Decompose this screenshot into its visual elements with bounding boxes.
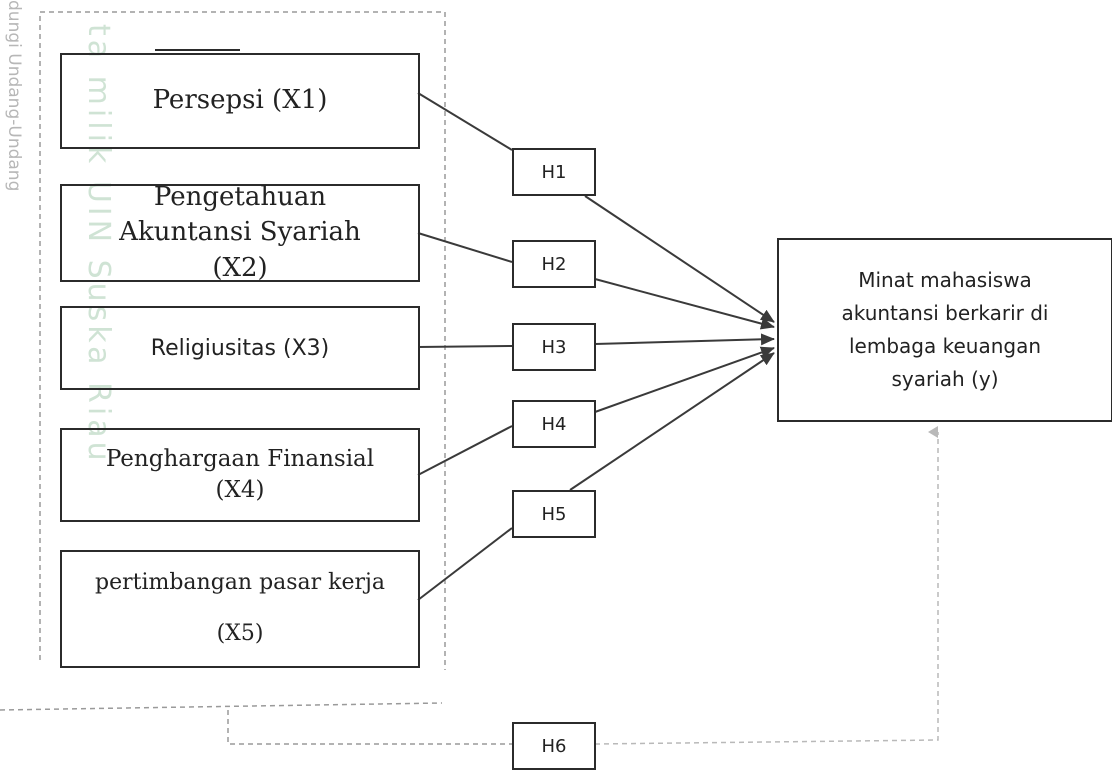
hypothesis-h3-label: H3 xyxy=(541,336,567,358)
h6-dash-left xyxy=(0,702,443,711)
variable-x5-label: pertimbangan pasar kerja (X5) xyxy=(94,570,385,646)
hypothesis-h4-label: H4 xyxy=(541,413,567,435)
variable-x1-box: Persepsi (X1) xyxy=(60,53,420,149)
arrow-h4-y xyxy=(594,346,775,413)
h6-dash-bracket xyxy=(227,710,512,745)
h6-dash-to-y xyxy=(594,426,939,745)
hypothesis-h4-box: H4 xyxy=(512,400,596,448)
dependent-variable-label: Minat mahasiswa akuntansi berkarir di le… xyxy=(841,268,1049,391)
dependent-variable-box: Minat mahasiswa akuntansi berkarir di le… xyxy=(777,238,1112,422)
line-x1-h1 xyxy=(417,92,513,151)
variable-x1-label: Persepsi (X1) xyxy=(152,85,328,116)
arrow-h1-y xyxy=(584,195,775,323)
line-x2-h2 xyxy=(417,232,513,263)
variable-x4-box: Penghargaan Finansial (X4) xyxy=(60,428,420,522)
hypothesis-h1-box: H1 xyxy=(512,148,596,196)
line-x4-h4 xyxy=(417,425,513,476)
hypothesis-h2-label: H2 xyxy=(541,253,567,275)
variable-x2-box: Pengetahuan Akuntansi Syariah (X2) xyxy=(60,182,420,283)
hypothesis-h2-box: H2 xyxy=(512,240,596,288)
variable-x5-box: pertimbangan pasar kerja (X5) xyxy=(60,550,420,668)
arrow-h2-y xyxy=(594,278,775,330)
hypothesis-h1-label: H1 xyxy=(541,161,567,183)
arrow-h3-y xyxy=(594,333,775,346)
arrow-h5-y xyxy=(569,352,775,491)
variable-x2-label: Pengetahuan Akuntansi Syariah (X2) xyxy=(119,182,361,283)
variable-x3-box: Religiusitas (X3) xyxy=(60,306,420,390)
hypothesis-h6-label: H6 xyxy=(541,735,567,757)
line-x5-h5 xyxy=(417,527,513,601)
variable-x3-label: Religiusitas (X3) xyxy=(150,335,330,361)
hypothesis-h5-label: H5 xyxy=(541,503,567,525)
watermark-side-text: dungi Undang-Undang xyxy=(4,0,24,192)
line-x3-h3 xyxy=(417,345,513,348)
variable-x4-label: Penghargaan Finansial (X4) xyxy=(105,445,375,503)
hypothesis-h6-box: H6 xyxy=(512,722,596,770)
hypothesis-h5-box: H5 xyxy=(512,490,596,538)
group-frame xyxy=(39,11,446,670)
hypothesis-h3-box: H3 xyxy=(512,323,596,371)
watermark-mid-text: ta milik UIN Suska Riau xyxy=(81,24,116,465)
